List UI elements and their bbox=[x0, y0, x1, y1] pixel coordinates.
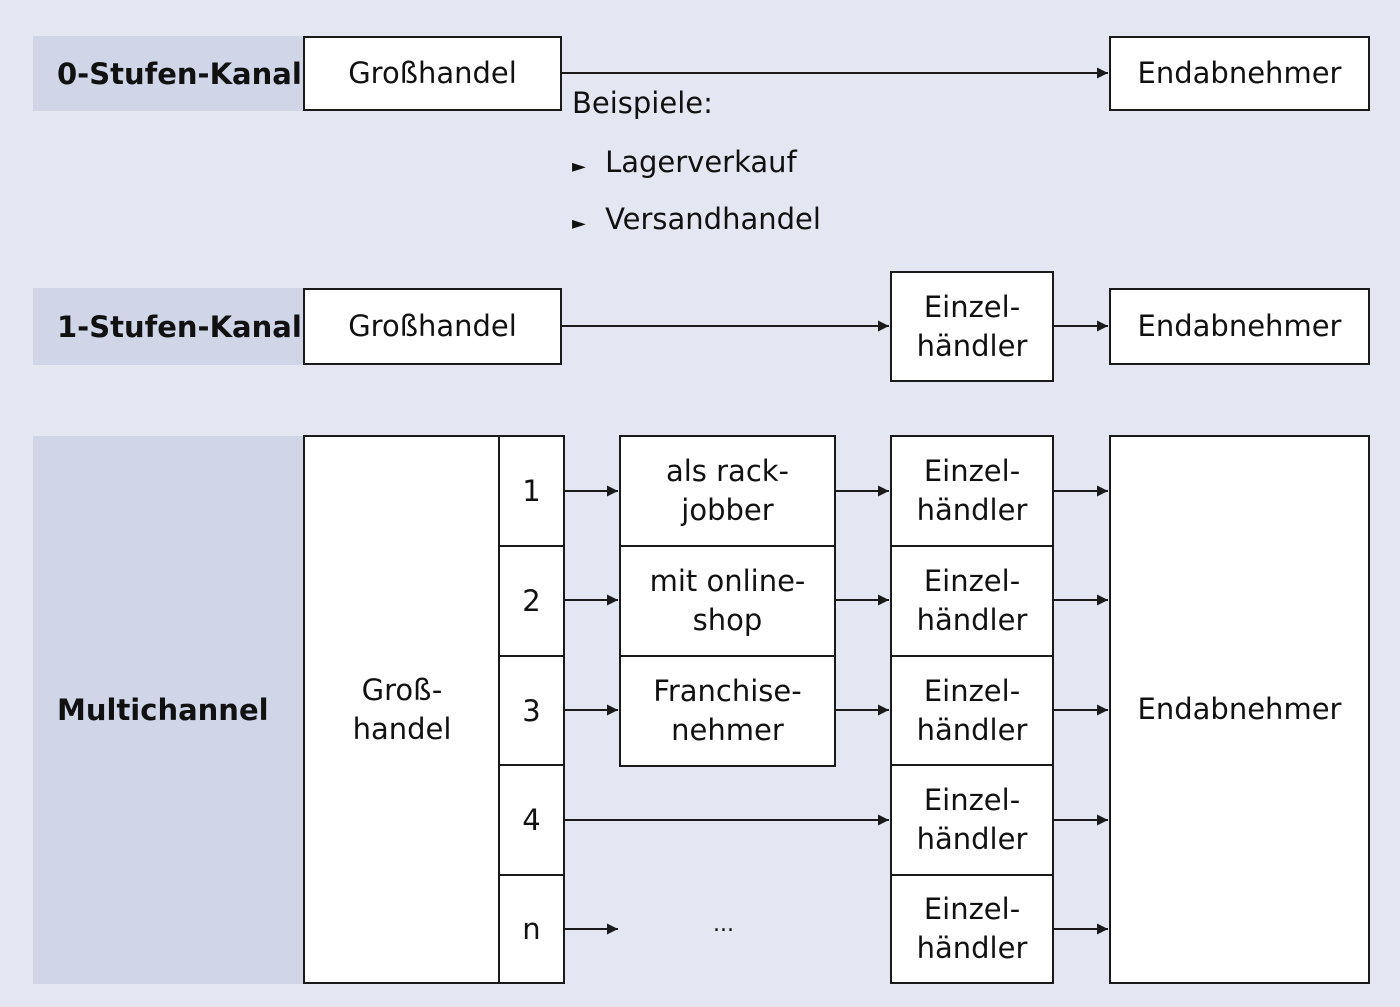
row1-label: 1-Stufen-Kanal bbox=[33, 288, 305, 365]
row0-source-box: Großhandel bbox=[303, 36, 562, 111]
text-line: jobber bbox=[681, 493, 774, 527]
row1-target-box: Endabnehmer bbox=[1109, 288, 1370, 365]
examples-title: Beispiele: bbox=[572, 86, 713, 120]
intermediary-text: Franchise-nehmer bbox=[653, 672, 801, 749]
intermediary-text: als rack-jobber bbox=[666, 452, 789, 529]
intermediary-box: Franchise-nehmer bbox=[619, 655, 836, 767]
multi-label-text: Multichannel bbox=[57, 693, 269, 727]
multi-label: Multichannel bbox=[33, 436, 305, 984]
retailer-box: Einzel-händler bbox=[890, 435, 1054, 547]
row1-label-text: 1-Stufen-Kanal bbox=[57, 309, 302, 344]
channel-number-text: 3 bbox=[522, 693, 541, 728]
row0-label-text: 0-Stufen-Kanal bbox=[57, 56, 302, 91]
triangle-bullet-icon: ► bbox=[572, 213, 586, 234]
intermediary-text: mit online-shop bbox=[650, 562, 806, 639]
channel-number-text: 2 bbox=[522, 583, 541, 618]
channel-number-text: 1 bbox=[522, 473, 541, 508]
example-text: Lagerverkauf bbox=[605, 145, 797, 179]
multi-source-box: Groß- handel bbox=[303, 435, 501, 984]
row1-source-text: Großhandel bbox=[348, 309, 517, 344]
text-line: mit online- bbox=[649, 564, 806, 599]
retailer-text: Einzel-händler bbox=[917, 781, 1028, 858]
example-text: Versandhandel bbox=[605, 202, 821, 236]
channel-number: 3 bbox=[498, 655, 565, 767]
text-line: händler bbox=[916, 603, 1028, 637]
retailer-box: Einzel-händler bbox=[890, 764, 1054, 876]
retailer-text: Einzel-händler bbox=[917, 452, 1028, 529]
retailer-box: Einzel-händler bbox=[890, 655, 1054, 767]
text-line: Einzel- bbox=[923, 564, 1021, 599]
row0-source-text: Großhandel bbox=[348, 56, 517, 91]
text-line: Einzel- bbox=[923, 454, 1021, 489]
channel-number: n bbox=[498, 874, 565, 984]
text-line: händler bbox=[916, 328, 1028, 363]
row1-retailer-box: Einzel- händler bbox=[890, 271, 1054, 382]
text-line: Groß- bbox=[361, 672, 443, 707]
retailer-text: Einzel-händler bbox=[917, 562, 1028, 639]
retailer-text: Einzel-händler bbox=[917, 890, 1028, 967]
retailer-box: Einzel-händler bbox=[890, 874, 1054, 984]
intermediary-box: als rack-jobber bbox=[619, 435, 836, 547]
text-line: handel bbox=[352, 711, 452, 746]
ellipsis: ... bbox=[713, 912, 734, 937]
text-line: händler bbox=[916, 822, 1028, 856]
retailer-box: Einzel-händler bbox=[890, 545, 1054, 657]
row0-target-box: Endabnehmer bbox=[1109, 36, 1370, 111]
retailer-text: Einzel-händler bbox=[917, 672, 1028, 749]
text-line: shop bbox=[692, 603, 763, 637]
channel-number-text: n bbox=[522, 911, 541, 946]
text-line: Einzel- bbox=[923, 289, 1021, 324]
text-line: nehmer bbox=[671, 713, 784, 747]
row0-label: 0-Stufen-Kanal bbox=[33, 36, 305, 111]
text-line: Franchise- bbox=[653, 674, 802, 709]
text-line: händler bbox=[916, 931, 1028, 965]
intermediary-box: mit online-shop bbox=[619, 545, 836, 657]
example-item: ► Lagerverkauf bbox=[572, 145, 797, 179]
text-line: händler bbox=[916, 713, 1028, 747]
channel-number: 1 bbox=[498, 435, 565, 547]
row1-target-text: Endabnehmer bbox=[1137, 309, 1342, 344]
text-line: als rack- bbox=[665, 454, 790, 489]
triangle-bullet-icon: ► bbox=[572, 156, 586, 177]
text-line: Einzel- bbox=[923, 892, 1021, 927]
row1-retailer-text: Einzel- händler bbox=[917, 288, 1028, 365]
text-line: Einzel- bbox=[923, 674, 1021, 709]
row0-target-text: Endabnehmer bbox=[1137, 56, 1342, 91]
example-item: ► Versandhandel bbox=[572, 202, 821, 236]
multi-target-text: Endabnehmer bbox=[1137, 692, 1342, 727]
multi-source-text: Groß- handel bbox=[353, 671, 452, 748]
channel-number-text: 4 bbox=[522, 802, 541, 837]
text-line: händler bbox=[916, 493, 1028, 527]
row1-source-box: Großhandel bbox=[303, 288, 562, 365]
channel-number: 2 bbox=[498, 545, 565, 657]
multi-target-box: Endabnehmer bbox=[1109, 435, 1370, 984]
channel-number: 4 bbox=[498, 764, 565, 876]
text-line: Einzel- bbox=[923, 783, 1021, 818]
